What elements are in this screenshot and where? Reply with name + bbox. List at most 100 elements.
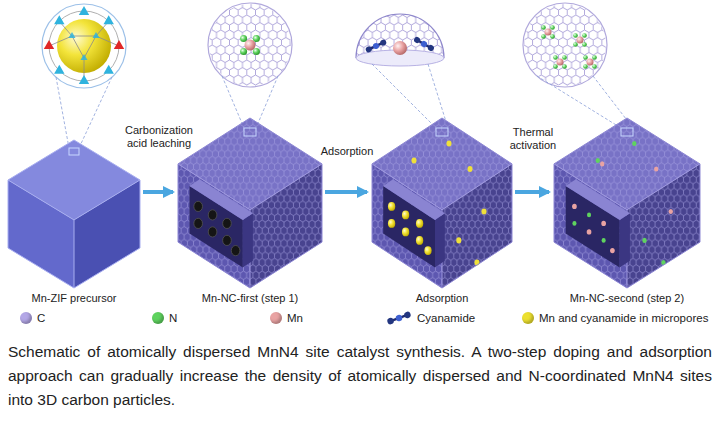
- legend-swatch: [20, 312, 32, 324]
- filled-pore: [424, 246, 431, 255]
- n-site: [642, 238, 646, 243]
- n-atom: [573, 33, 578, 38]
- cyanamide-molecule: [365, 39, 387, 54]
- cyan-tetrahedron: [54, 65, 64, 74]
- filled-pore: [446, 140, 451, 146]
- carbon-crystal: [554, 118, 700, 288]
- zoom-leader: [372, 64, 448, 128]
- zoom-marker: [244, 128, 256, 136]
- cutaway: [383, 186, 435, 268]
- pore: [223, 235, 232, 245]
- crystal-outline-svg: [554, 118, 700, 288]
- dome-lattice: [356, 14, 444, 58]
- cyan-tetrahedron: [81, 54, 88, 60]
- pore: [223, 218, 232, 228]
- mnn4-site: [553, 55, 567, 69]
- cutaway-rim: [566, 179, 630, 220]
- n-site: [596, 158, 600, 163]
- carbon-lattice: [178, 118, 322, 288]
- legend-item: C: [20, 311, 45, 325]
- n-atom: [592, 64, 597, 69]
- n-atom: [240, 35, 247, 42]
- crystal-label: Mn-NC-first (step 1): [178, 291, 322, 305]
- filled-pore: [416, 219, 423, 228]
- cyanamide-icon: [386, 311, 411, 325]
- arrow-label-holder: Carbonization acid leaching: [119, 124, 199, 150]
- n-atom: [550, 34, 555, 39]
- pore: [231, 246, 240, 256]
- crystal-face: [8, 140, 140, 220]
- cyan-tetrahedron: [79, 6, 89, 15]
- mn-site: [587, 229, 592, 234]
- n-atom: [592, 55, 597, 60]
- zoom-circle: [523, 3, 607, 87]
- cutaway-side: [620, 213, 630, 267]
- graphene-lattice: [208, 3, 292, 87]
- arrow-label: Thermal activation: [501, 126, 565, 152]
- process-arrow: [325, 190, 367, 194]
- cutaway: [566, 186, 620, 268]
- cyan-tetrahedron: [93, 32, 100, 38]
- mn-atom: [557, 59, 564, 66]
- filled-pore: [481, 208, 486, 214]
- figure-caption: Schematic of atomically dispersed MnN4 s…: [8, 340, 712, 412]
- legend-item: Cyanamide: [386, 311, 475, 325]
- cutaway: [190, 186, 243, 268]
- filled-pore: [388, 202, 395, 211]
- cutaway-rim: [383, 179, 445, 220]
- pore: [208, 210, 217, 220]
- legend-icon-space: [386, 312, 412, 324]
- crystal-edge: [178, 164, 322, 288]
- n-atom: [541, 34, 546, 39]
- n-atom: [583, 55, 588, 60]
- atom: [365, 45, 373, 53]
- atom: [372, 42, 380, 50]
- crystal-outline: [372, 118, 512, 288]
- caption-holder: Schematic of atomically dispersed MnN4 s…: [8, 340, 712, 412]
- crystal-face: [250, 164, 322, 288]
- crystal-label: Adsorption: [372, 291, 512, 305]
- n-atom: [550, 25, 555, 30]
- crystal-outline-svg: [372, 118, 512, 288]
- cutaway-side: [243, 213, 253, 267]
- legend-text: Mn: [287, 311, 303, 325]
- zoom-circle: [208, 3, 292, 87]
- mn-site: [610, 248, 615, 253]
- carbon-lattice: [372, 118, 512, 288]
- zoom-leader: [56, 77, 112, 148]
- crystal-edge: [8, 180, 140, 288]
- atom: [395, 314, 403, 322]
- filled-pore: [402, 227, 409, 236]
- crystal-face: [372, 164, 442, 288]
- bond: [369, 43, 384, 50]
- cyan-tetrahedron: [69, 32, 76, 38]
- crystal-face: [74, 180, 140, 288]
- atom: [379, 39, 387, 47]
- n-atom: [582, 33, 587, 38]
- zoom-circle: [42, 4, 126, 88]
- n-atom: [583, 64, 588, 69]
- filled-pore: [402, 210, 409, 219]
- graphene-lattice: [523, 3, 607, 87]
- crystal-face: [554, 164, 627, 288]
- dome-ground: [356, 14, 444, 58]
- process-arrow: [143, 190, 173, 194]
- zoom-marker: [436, 128, 448, 136]
- filled-pore: [411, 157, 416, 163]
- n-site: [572, 221, 576, 226]
- pore: [194, 201, 203, 211]
- bond: [391, 315, 408, 321]
- n-atom: [553, 55, 558, 60]
- carbon-lattice: [554, 118, 700, 288]
- crystal-node: Mn-ZIF precursor: [8, 140, 140, 305]
- cyan-tetrahedron: [104, 15, 114, 24]
- crystal-edge: [554, 164, 700, 288]
- arrow-label-holder: Adsorption: [319, 145, 376, 158]
- n-atom: [553, 64, 558, 69]
- n-atom: [582, 42, 587, 47]
- crystal-outline: [8, 140, 140, 288]
- atom: [403, 311, 411, 319]
- mn-site: [572, 204, 577, 209]
